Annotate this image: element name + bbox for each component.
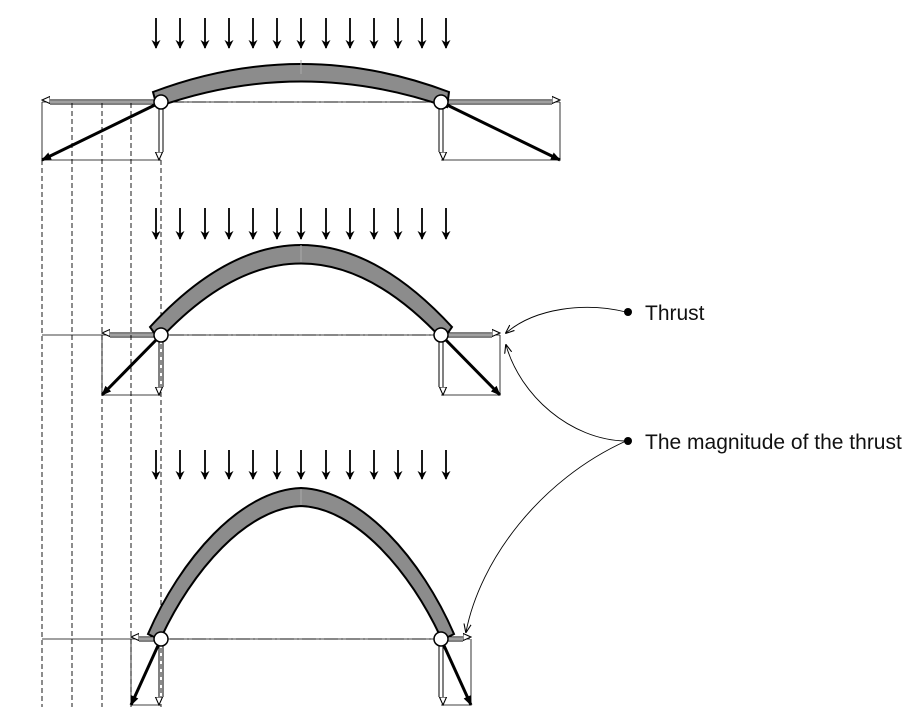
hinge-support-right [433,631,449,647]
thrust-leader-line [506,306,627,333]
resultant-arrow-right [439,638,473,706]
distributed-load-arrows [151,18,451,49]
resultant-arrow-left [129,638,163,706]
thrust-bullet [624,308,632,316]
resultant-arrow-right [440,100,561,162]
low-rise-arch [41,18,561,162]
medium-rise-arch [100,208,502,397]
magnitude-leader-line-lower [466,440,627,632]
left-force-diagram [129,637,164,706]
hinge-support-right [433,94,449,110]
resultant-arrow-left [41,100,162,162]
arch-rib [151,63,451,109]
distributed-load-arrows [151,450,451,480]
right-force-diagram [438,637,473,706]
right-force-diagram [438,333,502,397]
hinge-support-left [153,327,169,343]
high-rise-arch [129,450,473,706]
arch-rib [146,486,456,642]
thrust-label: Thrust [645,302,705,325]
projection-lines [41,103,162,707]
resultant-arrow-left [100,333,163,397]
magnitude-label: The magnitude of the thrust [645,431,902,454]
left-force-diagram [41,100,164,162]
distributed-load-arrows [151,208,451,240]
left-force-diagram [100,333,164,397]
hinge-support-left [153,94,169,110]
magnitude-leader-line-upper [506,345,627,442]
annotations [466,306,627,632]
hinge-support-left [153,631,169,647]
right-force-diagram [438,100,561,162]
magnitude-bullet [624,437,632,445]
hinge-support-right [433,327,449,343]
reference-lines [42,101,560,640]
resultant-arrow-right [439,333,502,397]
